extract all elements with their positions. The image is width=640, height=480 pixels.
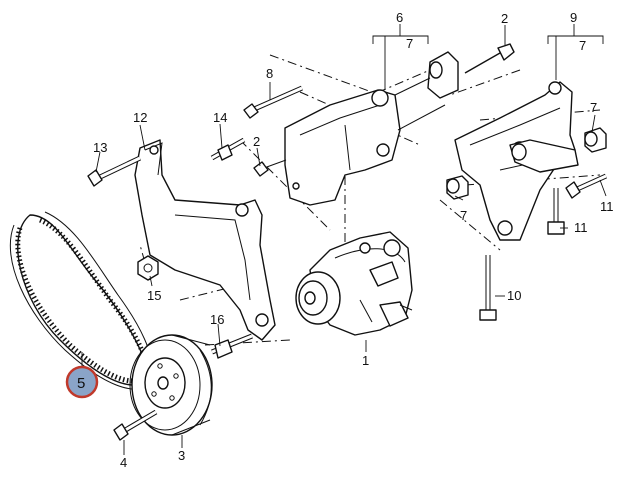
callout-6: 6 <box>396 10 403 25</box>
pulley[interactable] <box>129 334 213 436</box>
stud-14[interactable] <box>210 137 246 161</box>
drive-belt[interactable] <box>9 211 156 390</box>
callout-11-lower: 11 <box>574 220 588 235</box>
callout-16: 16 <box>210 312 224 327</box>
callout-15: 15 <box>147 288 161 303</box>
callout-11-upper: 11 <box>600 199 614 214</box>
leader-lines <box>81 25 607 455</box>
callout-6-sub: 7 <box>406 36 413 51</box>
callout-13: 13 <box>93 140 107 155</box>
bolt-11-lower[interactable] <box>547 188 565 235</box>
callout-9-group-bracket <box>547 24 604 80</box>
center-bracket[interactable] <box>284 51 459 206</box>
callout-4: 4 <box>120 455 127 470</box>
bolt-2-left[interactable] <box>253 159 287 177</box>
bolt-11-upper[interactable] <box>565 173 608 199</box>
bolt-13[interactable] <box>87 155 142 187</box>
bolt-4[interactable] <box>113 409 158 441</box>
callout-6-group-bracket <box>372 24 429 90</box>
bolt-2-top[interactable] <box>464 43 515 74</box>
callout-14: 14 <box>213 110 227 125</box>
callout-8: 8 <box>266 66 273 81</box>
bolt-10[interactable] <box>479 255 497 321</box>
callout-10: 10 <box>507 288 521 303</box>
power-steering-pump[interactable] <box>295 231 413 336</box>
callout-7-right: 7 <box>590 100 597 115</box>
callout-7-mid: 7 <box>460 208 467 223</box>
callout-5: 5 <box>77 375 85 392</box>
bushing-top-right[interactable] <box>584 127 607 153</box>
stud-16[interactable] <box>211 333 253 359</box>
highlight-circle-5[interactable] <box>65 365 99 399</box>
callout-9: 9 <box>570 10 577 25</box>
callout-9-sub: 7 <box>579 38 586 53</box>
callout-12: 12 <box>133 110 147 125</box>
callout-2-left: 2 <box>253 134 260 149</box>
callout-3: 3 <box>178 448 185 463</box>
nut-15[interactable] <box>137 255 159 281</box>
callout-2-top: 2 <box>501 11 508 26</box>
callout-1: 1 <box>362 353 369 368</box>
bolt-8[interactable] <box>243 85 304 119</box>
left-bracket[interactable] <box>134 139 276 341</box>
right-bracket[interactable] <box>454 81 579 241</box>
bushing-mid[interactable] <box>446 175 469 200</box>
